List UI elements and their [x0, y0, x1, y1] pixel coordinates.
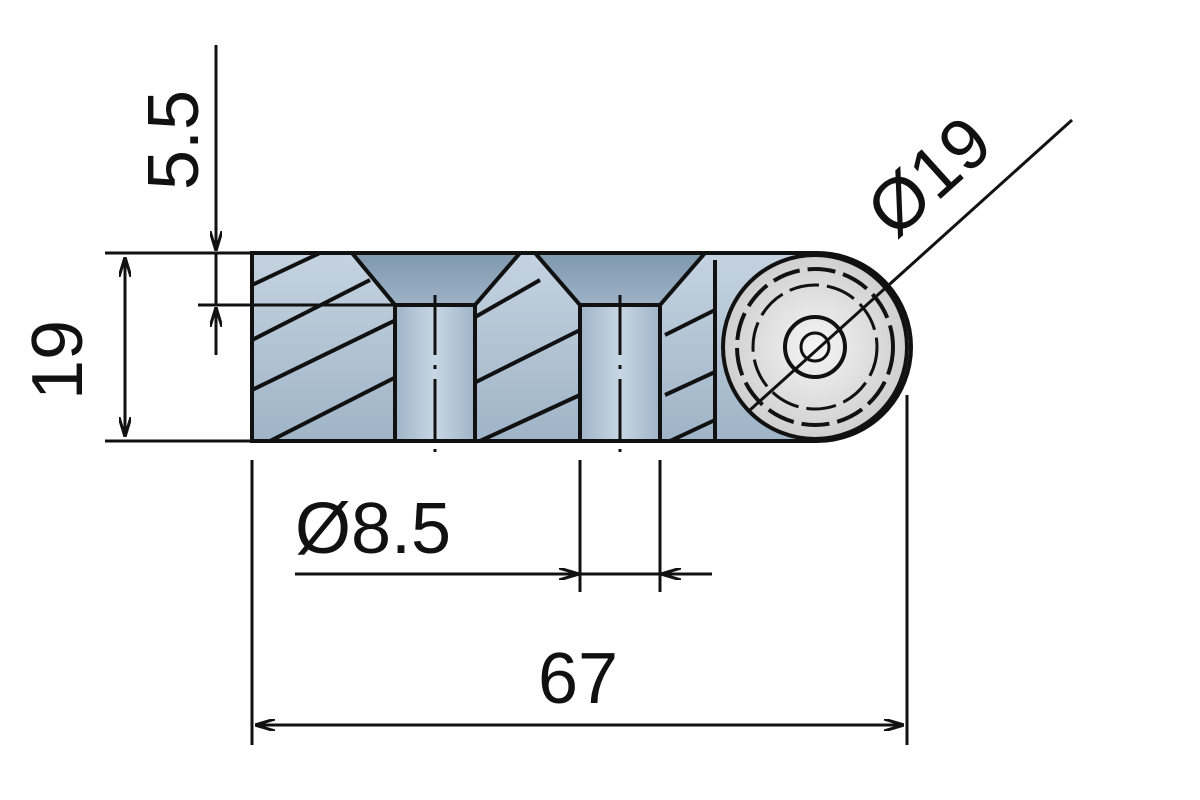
height-label: 19 — [18, 320, 98, 400]
hinge-knuckle — [721, 253, 909, 441]
height-dimension: 19 — [18, 251, 252, 443]
overall-length-label: 67 — [538, 639, 618, 719]
countersink-depth-dimension: 5.5 — [134, 45, 252, 355]
body-outline — [250, 251, 913, 443]
diameter-leader-line — [748, 118, 1074, 412]
overall-length-dimension: 67 — [250, 395, 909, 745]
countersink-depth-label: 5.5 — [134, 90, 214, 190]
knuckle-diameter-label: Ø19 — [852, 101, 1007, 252]
hole-diameter-dimension: Ø8.5 — [295, 460, 712, 592]
pin-hole — [783, 315, 847, 379]
hole-diameter-label: Ø8.5 — [295, 489, 451, 569]
hatch-lines — [252, 253, 716, 441]
